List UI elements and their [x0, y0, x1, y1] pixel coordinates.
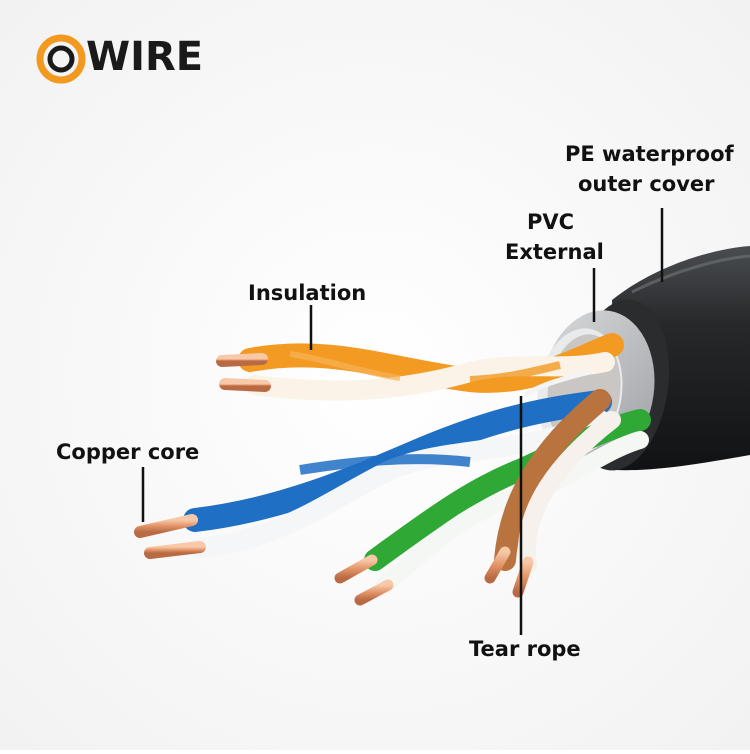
brown-twisted-pair: [494, 389, 621, 574]
label-pvc-line1: PVC: [527, 210, 575, 234]
label-pe-outer-cover-line2: outer cover: [578, 172, 715, 196]
label-pvc-line2: External: [505, 240, 604, 264]
label-tear-rope: Tear rope: [469, 637, 581, 661]
logo-wordmark: WIRE: [86, 34, 204, 80]
blue-twisted-pair: [183, 390, 612, 558]
logo-mark: [36, 34, 86, 84]
copper-cores: [134, 353, 534, 606]
label-pe-outer-cover-line1: PE waterproof: [565, 142, 734, 166]
orange-twisted-pair: [238, 333, 624, 401]
leader-lines: [141, 208, 664, 635]
tear-rope: [523, 369, 591, 398]
label-copper-core: Copper core: [56, 440, 200, 464]
label-insulation: Insulation: [248, 281, 367, 305]
